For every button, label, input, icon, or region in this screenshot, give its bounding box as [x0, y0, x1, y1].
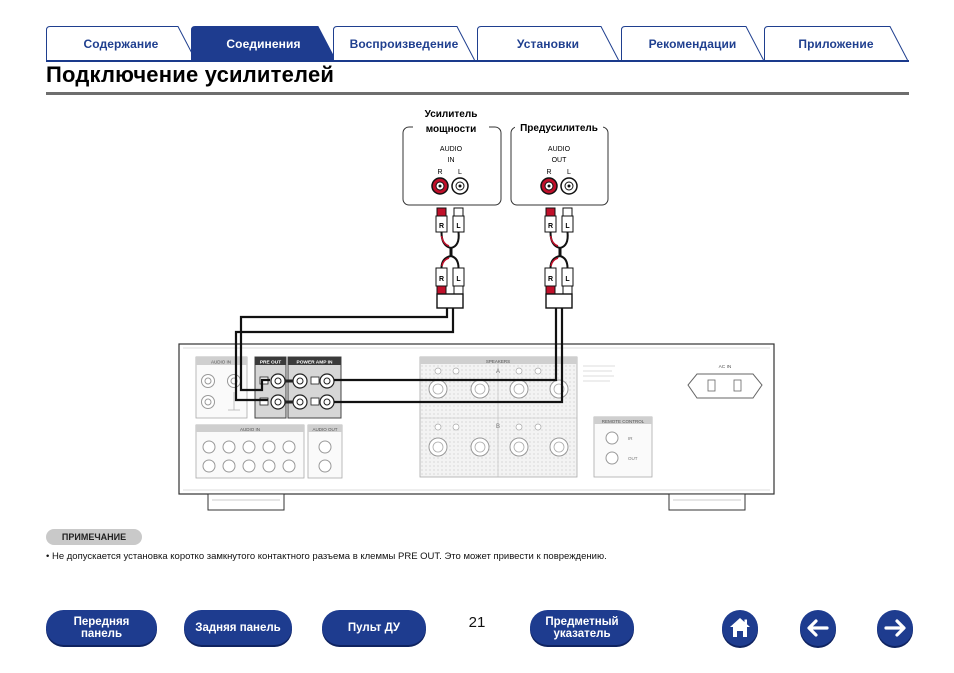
plug-r-label: R [548, 276, 553, 283]
note-text: • Не допускается установка коротко замкн… [46, 551, 607, 562]
plug-l-label: L [456, 223, 461, 230]
preamp-jack-l [560, 177, 578, 195]
rear-out-label: OUT [628, 456, 638, 461]
front-panel-label-1: Передняя [73, 615, 130, 628]
plug-l-label: L [565, 223, 570, 230]
rear-speaker-a-label: A [496, 369, 500, 375]
receiver-rear-panel: AUDIO IN PRE OUT POWER AMP IN AUDIO IN [178, 343, 775, 511]
forward-button[interactable] [877, 610, 913, 646]
tab-playback-label: Воспроизведение [349, 37, 459, 51]
front-panel-label-2: панель [80, 627, 123, 640]
plug-r-label: R [439, 276, 444, 283]
tab-underline [46, 60, 909, 62]
rear-panel-button[interactable]: Задняя панель [184, 610, 292, 645]
power-amp-jack-label-1: AUDIO [440, 146, 463, 153]
tab-settings-label: Установки [516, 37, 580, 51]
preamp-unit: Предусилитель AUDIO OUT R L [510, 120, 609, 206]
preamp-l: L [567, 169, 571, 176]
power-amp-label-2: мощности [426, 124, 476, 135]
note-text-body: Не допускается установка коротко замкнут… [51, 551, 607, 562]
tab-shape-active [191, 26, 336, 61]
rear-speakers-label: SPEAKERS [486, 359, 510, 364]
tab-appendix[interactable]: Приложение [764, 26, 908, 61]
power-amp-jack-r [431, 177, 449, 195]
plug-r-label: R [548, 223, 553, 230]
power-amp-jack-l [451, 177, 469, 195]
tab-shape [764, 26, 908, 61]
preamp-jack-label-1: AUDIO [548, 146, 571, 153]
rear-audio-in-lower-label: AUDIO IN [240, 427, 260, 432]
section-tabs: Содержание Соединения Воспроизведение Ус… [46, 26, 908, 62]
tab-playback[interactable]: Воспроизведение [333, 26, 475, 61]
rear-ir-label: IR [628, 436, 633, 441]
tab-tips-label: Рекомендации [648, 37, 737, 51]
tab-shape [621, 26, 764, 61]
preamp-label: Предусилитель [520, 123, 598, 134]
plug-r-label: R [439, 223, 444, 230]
tab-contents[interactable]: Содержание [46, 26, 196, 61]
title-rule [46, 92, 909, 95]
rear-power-amp-in-label: POWER AMP IN [297, 360, 334, 366]
tab-shape [477, 26, 619, 61]
arrow-left-icon [807, 619, 829, 637]
page-title: Подключение усилителей [46, 62, 335, 87]
index-button[interactable]: Предметный указатель [530, 610, 634, 645]
tab-shape [333, 26, 475, 61]
power-amp-r: R [437, 169, 442, 176]
rear-audio-out-label: AUDIO OUT [312, 427, 337, 432]
cable-runs [234, 308, 564, 404]
preamp-r: R [546, 169, 551, 176]
home-button[interactable] [722, 610, 758, 646]
arrow-right-icon [884, 619, 906, 637]
power-amp-label-1: Усилитель [425, 109, 478, 120]
plug-l-label: L [456, 276, 461, 283]
page-number: 21 [468, 614, 486, 631]
tab-settings[interactable]: Установки [477, 26, 619, 61]
home-icon [730, 618, 750, 637]
rear-ac-in-label: AC IN [719, 364, 732, 370]
plug-l-label: L [565, 276, 570, 283]
cable-power-amp: R L R L [435, 207, 465, 309]
index-label-1: Предметный [545, 615, 619, 628]
tab-tips[interactable]: Рекомендации [621, 26, 764, 61]
remote-label: Пульт ДУ [347, 621, 401, 634]
preamp-jack-r [540, 177, 558, 195]
remote-button[interactable]: Пульт ДУ [322, 610, 426, 645]
tab-contents-label: Содержание [83, 37, 159, 51]
index-label-2: указатель [553, 627, 611, 640]
rear-panel-label: Задняя панель [195, 621, 281, 634]
note-badge: ПРИМЕЧАНИЕ [46, 529, 142, 545]
front-panel-button[interactable]: Передняя панель [46, 610, 157, 645]
back-button[interactable] [800, 610, 836, 646]
rear-pre-out-label: PRE OUT [260, 360, 281, 366]
rear-remote-control-label: REMOTE CONTROL [602, 419, 645, 424]
rear-speaker-b-label: B [496, 424, 500, 430]
tab-shape [46, 26, 196, 61]
tab-connections[interactable]: Соединения [191, 26, 336, 61]
cable-preamp: R L R L [544, 207, 574, 309]
tab-connections-label: Соединения [226, 37, 301, 51]
preamp-jack-label-2: OUT [552, 157, 568, 164]
connection-diagram: Усилитель мощности AUDIO IN R L Предусил… [178, 108, 775, 511]
power-amp-l: L [458, 169, 462, 176]
power-amp-jack-label-2: IN [448, 157, 455, 164]
rear-audio-in-label: AUDIO IN [211, 360, 231, 365]
tab-appendix-label: Приложение [798, 37, 874, 51]
power-amp-unit: Усилитель мощности AUDIO IN R L [402, 108, 502, 206]
